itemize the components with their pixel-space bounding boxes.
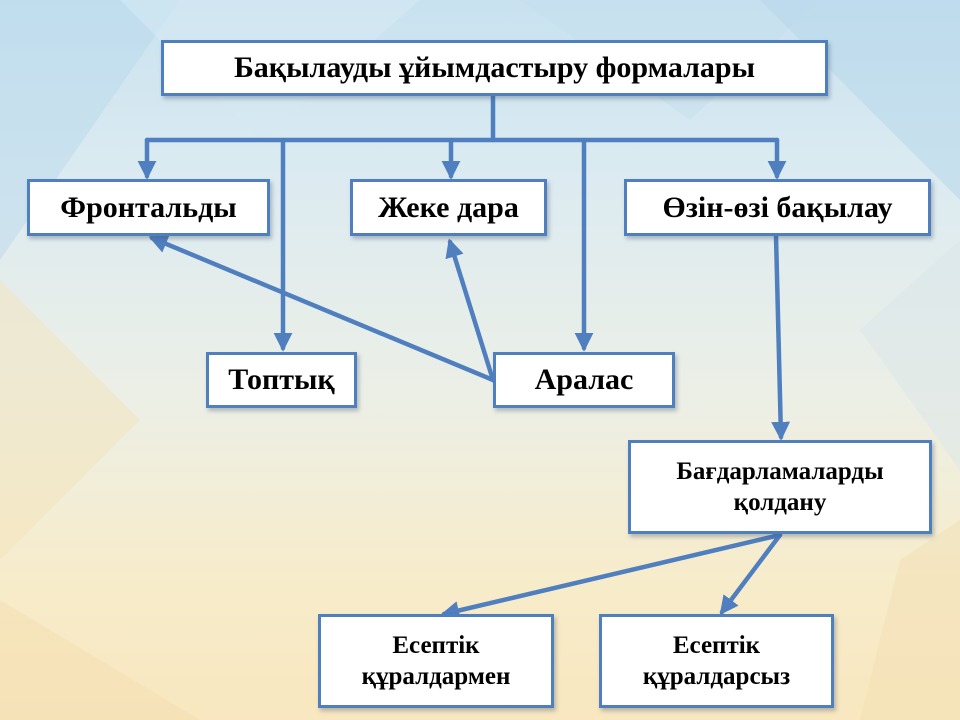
frontal-box: Фронтальды xyxy=(27,179,270,236)
programs-box: Бағдарламаларды қолдану xyxy=(628,440,932,534)
individual-box: Жеке дара xyxy=(350,179,547,236)
arrow-programs-to-with-tools xyxy=(440,532,783,620)
arrow-mixed-to-frontal xyxy=(148,235,496,383)
mixed-box: Аралас xyxy=(493,352,675,408)
arrow-mixed-to-individual xyxy=(445,238,496,383)
with-tools-box: Есептік құралдармен xyxy=(318,614,554,708)
root-box: Бақылауды ұйымдастыру формалары xyxy=(161,40,828,96)
arrow-self-to-programs xyxy=(771,233,791,441)
without-tools-box: Есептік құралдарсыз xyxy=(599,614,834,708)
group-box: Топтық xyxy=(206,352,357,408)
self-control-box: Өзін-өзі бақылау xyxy=(624,179,931,236)
arrow-programs-to-without-tools xyxy=(719,532,783,616)
